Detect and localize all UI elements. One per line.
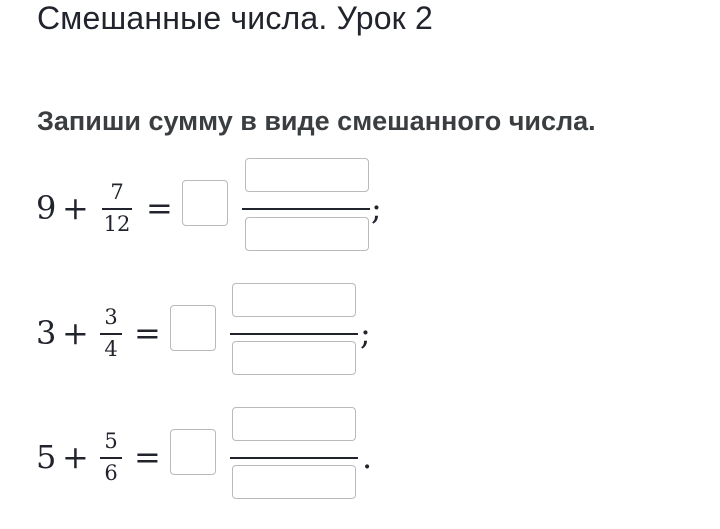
fraction-denominator: 6 <box>104 461 118 485</box>
answer-numerator-input[interactable] <box>232 283 356 317</box>
equals-sign: = <box>134 438 161 476</box>
problem-row-1: 9 + 7 12 = ; <box>36 158 396 258</box>
answer-denominator-input[interactable] <box>245 217 369 251</box>
plus-sign: + <box>62 314 89 352</box>
task-instruction: Запиши сумму в виде смешанного числа. <box>37 106 596 136</box>
answer-numerator-input[interactable] <box>232 407 356 441</box>
whole-number: 5 <box>36 438 57 476</box>
fraction-numerator: 5 <box>104 429 118 453</box>
whole-number: 3 <box>36 314 57 352</box>
answer-denominator-input[interactable] <box>232 465 356 499</box>
whole-number: 9 <box>36 189 57 227</box>
row-end-punctuation: ; <box>360 314 371 352</box>
answer-whole-input[interactable] <box>170 429 216 475</box>
plus-sign: + <box>62 438 89 476</box>
equals-sign: = <box>134 314 161 352</box>
row-end-punctuation: . <box>362 438 373 476</box>
fraction-bar <box>100 457 122 459</box>
answer-whole-input[interactable] <box>170 305 216 351</box>
fraction-denominator: 4 <box>104 337 118 361</box>
answer-denominator-input[interactable] <box>232 341 356 375</box>
problem-row-2: 3 + 3 4 = ; <box>36 283 396 383</box>
answer-fraction-bar <box>230 333 358 335</box>
row-end-punctuation: ; <box>371 189 382 227</box>
fraction-denominator: 12 <box>103 212 131 236</box>
answer-whole-input[interactable] <box>182 180 228 226</box>
plus-sign: + <box>62 189 89 227</box>
answer-numerator-input[interactable] <box>245 158 369 192</box>
fraction-numerator: 7 <box>110 180 124 204</box>
fraction-bar <box>102 208 132 210</box>
answer-fraction-bar <box>242 208 370 210</box>
equals-sign: = <box>146 189 173 227</box>
page-title: Смешанные числа. Урок 2 <box>37 0 433 36</box>
problem-row-3: 5 + 5 6 = . <box>36 407 396 507</box>
fraction-bar <box>100 333 122 335</box>
answer-fraction-bar <box>230 457 358 459</box>
fraction-numerator: 3 <box>104 305 118 329</box>
